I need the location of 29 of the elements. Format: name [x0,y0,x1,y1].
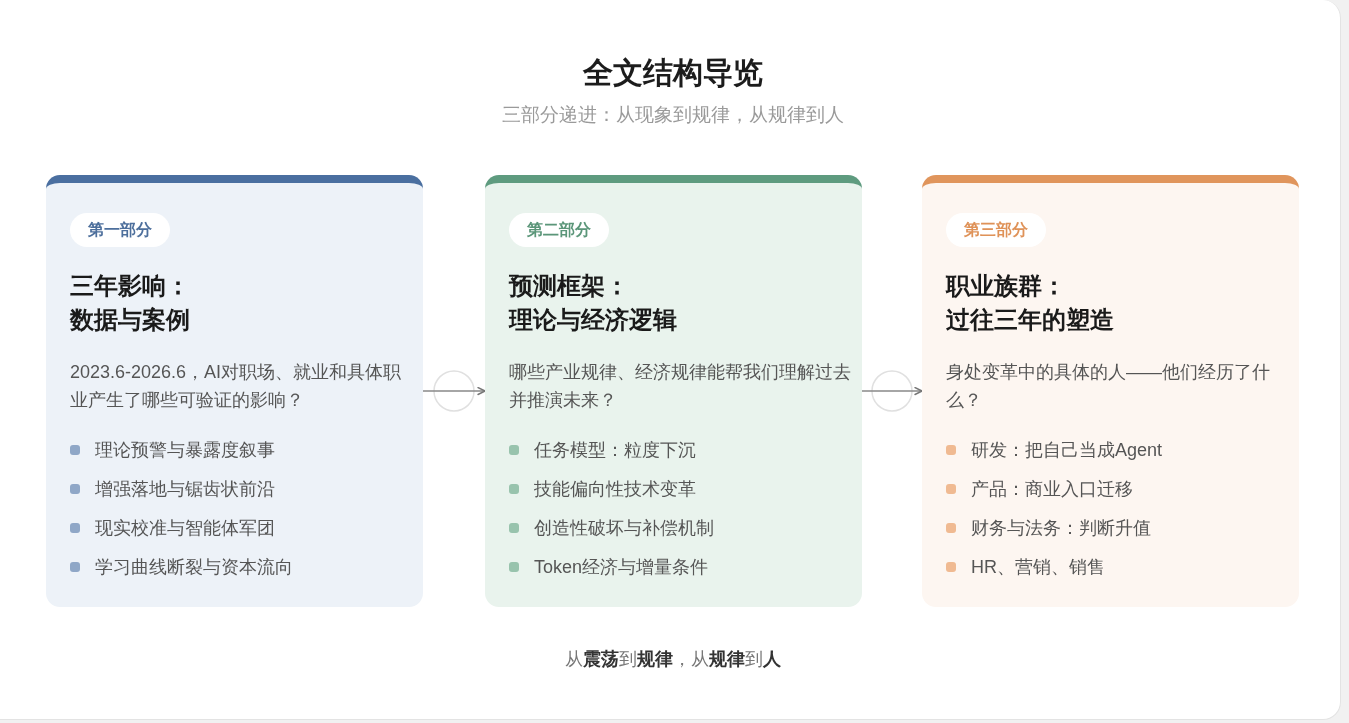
card-heading: 职业族群：过往三年的塑造 [946,271,1114,335]
list-item-text: Token经济与增量条件 [534,555,709,579]
subtitle: 三部分递进：从现象到规律，从规律到人 [502,103,844,127]
section-card [46,175,423,607]
section-tag: 第二部分 [509,213,609,247]
list-item-text: 财务与法务：判断升值 [971,516,1151,540]
footer-caption: 从震荡到规律，从规律到人 [565,648,781,671]
list-item-text: 研发：把自己当成Agent [971,438,1163,462]
list-item-text: 增强落地与锯齿状前沿 [95,477,275,501]
card-heading: 预测框架：理论与经济逻辑 [509,271,677,335]
list-item-text: 理论预警与暴露度叙事 [95,438,275,462]
list-item-text: 现实校准与智能体军团 [95,516,275,540]
list-item-text: 产品：商业入口迁移 [971,477,1133,501]
list-item-text: 任务模型：粒度下沉 [534,438,696,462]
card-heading: 三年影响：数据与案例 [70,271,190,335]
section-tag: 第一部分 [70,213,170,247]
arrow [422,386,486,396]
arrow [861,386,923,396]
list-item-text: 创造性破坏与补偿机制 [534,516,714,540]
section-card [922,175,1299,607]
list-item-text: HR、营销、销售 [971,555,1105,579]
list-item-text: 技能偏向性技术变革 [534,477,696,501]
section-card [485,175,862,607]
card-description: 身处变革中的具体的人——他们经历了什么？ [946,361,1271,412]
section-tag: 第三部分 [946,213,1046,247]
card-description: 哪些产业规律、经济规律能帮我们理解过去并推演未来？ [509,361,851,412]
card-description: 2023.6-2026.6，AI对职场、就业和具体职业产生了哪些可验证的影响？ [70,361,403,412]
list-item-text: 学习曲线断裂与资本流向 [95,555,293,579]
diagram-title: 全文结构导览 [583,55,763,91]
